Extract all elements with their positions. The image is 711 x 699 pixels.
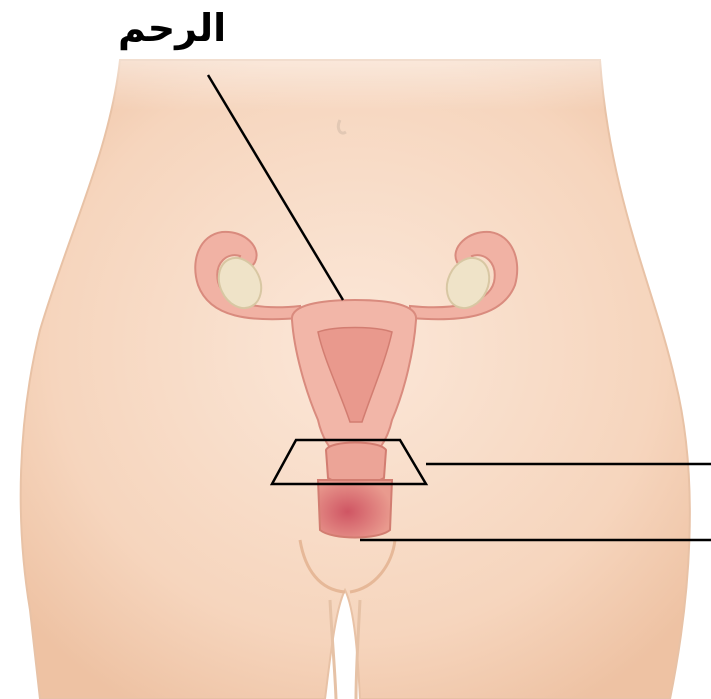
- cervix: [326, 443, 386, 485]
- uterus-label: الرحم: [118, 6, 226, 50]
- top-fade: [0, 0, 711, 110]
- vagina: [318, 480, 392, 538]
